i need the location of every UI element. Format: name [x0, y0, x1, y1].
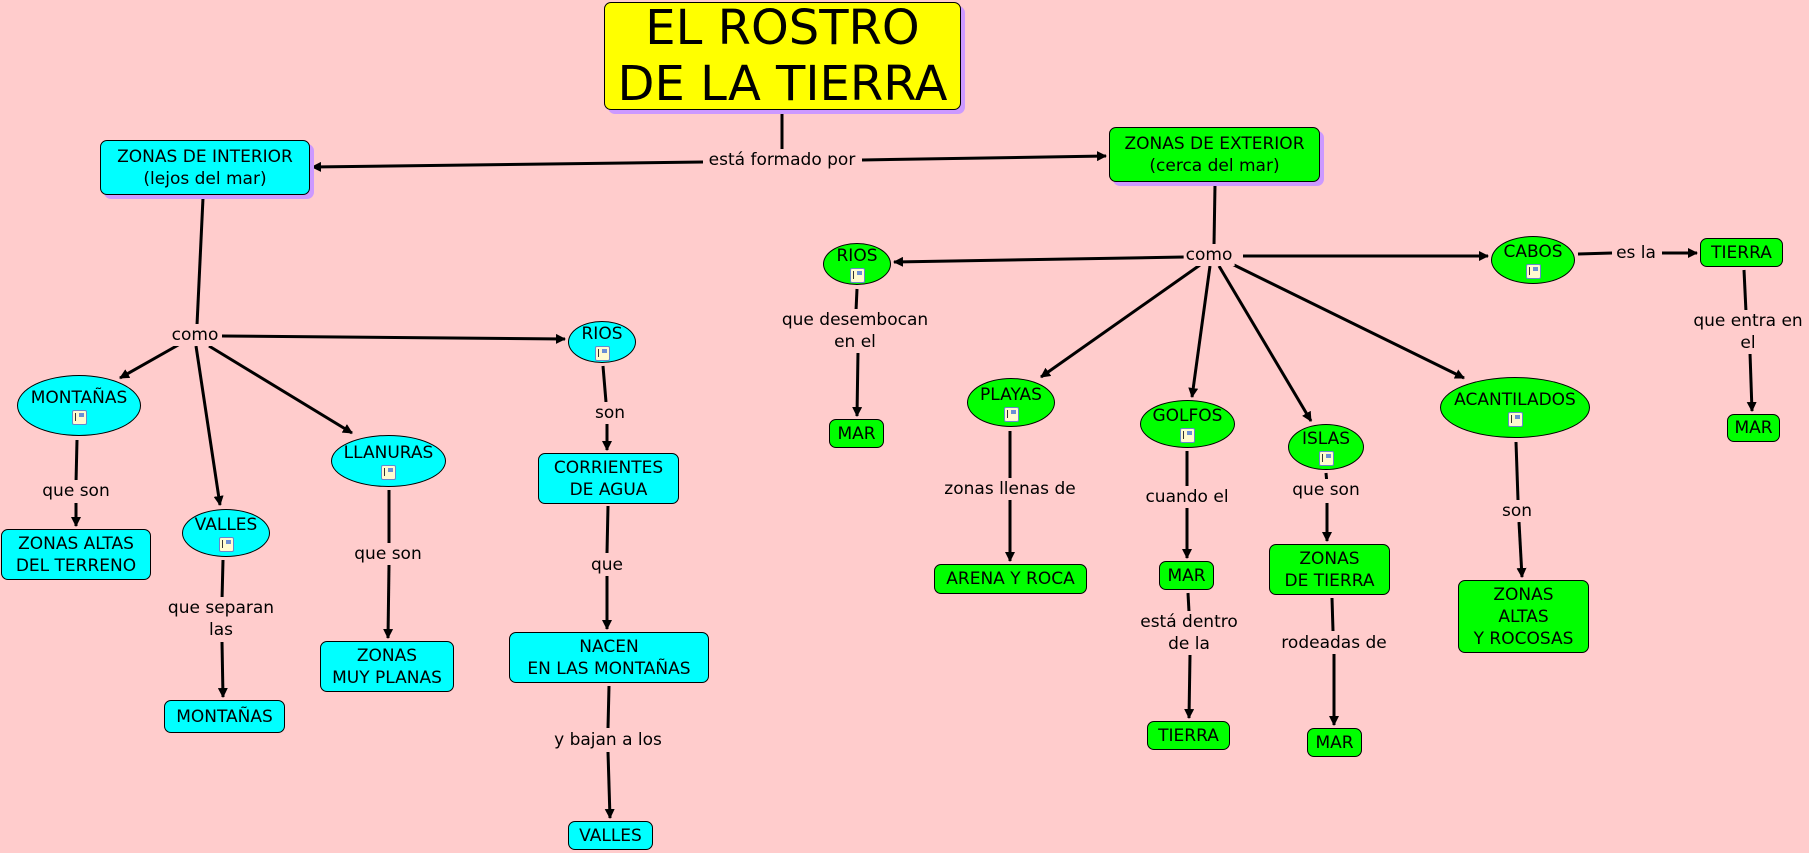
- document-image-icon[interactable]: [1318, 451, 1334, 466]
- line-nacen-bajan: [606, 685, 611, 729]
- concept-label: ACANTILADOS: [1454, 389, 1576, 410]
- link-son-acantilados[interactable]: son: [1499, 500, 1535, 522]
- concept-rios-interior[interactable]: RIOS: [568, 321, 636, 363]
- concept-tierra-golfos[interactable]: TIERRA: [1147, 721, 1230, 750]
- concept-montanas-2[interactable]: MONTAÑAS: [164, 700, 285, 733]
- line-link-interior: [311, 160, 704, 172]
- line-zonastierra-rodeadas: [1330, 597, 1335, 632]
- document-image-icon[interactable]: [1525, 264, 1541, 279]
- line-como-islas: [1217, 265, 1313, 422]
- line-son-rocosas: [1516, 521, 1527, 578]
- document-image-icon[interactable]: [381, 465, 396, 480]
- line-cabos-esla: [1577, 251, 1613, 256]
- concept-label: RIOS: [836, 246, 878, 266]
- concept-golfos[interactable]: GOLFOS: [1140, 400, 1235, 448]
- concept-corrientes-agua[interactable]: CORRIENTES DE AGUA: [538, 453, 679, 504]
- line-bajan-valles: [604, 751, 615, 819]
- concept-montanas[interactable]: MONTAÑAS: [17, 375, 141, 436]
- concept-label: GOLFOS: [1152, 406, 1223, 426]
- concept-zonas-muy-planas[interactable]: ZONAS MUY PLANAS: [320, 641, 454, 692]
- link-que-entra[interactable]: que entra en el: [1691, 310, 1805, 354]
- line-como-montanas: [119, 342, 181, 380]
- link-que-son-llanuras[interactable]: que son: [352, 543, 424, 565]
- line-como-valles: [194, 345, 224, 506]
- concept-rios-exterior[interactable]: RIOS: [823, 243, 891, 285]
- line-tierra-entra: [1742, 269, 1748, 313]
- concept-label: CABOS: [1503, 242, 1563, 262]
- link-zonas-llenas[interactable]: zonas llenas de: [942, 478, 1078, 500]
- line-acantilados-son: [1514, 441, 1520, 501]
- concept-mar-golfos[interactable]: MAR: [1159, 561, 1214, 590]
- document-image-icon[interactable]: [218, 537, 234, 552]
- link-que-corrientes[interactable]: que: [588, 554, 626, 576]
- concept-zonas-interior[interactable]: ZONAS DE INTERIOR (lejos del mar): [100, 140, 310, 195]
- document-image-icon[interactable]: [1180, 428, 1195, 443]
- line-corrientes-que: [605, 505, 610, 554]
- concept-zonas-tierra[interactable]: ZONAS DE TIERRA: [1269, 544, 1390, 595]
- concept-label: VALLES: [194, 515, 258, 535]
- concept-zonas-altas-rocosas[interactable]: ZONAS ALTAS Y ROCOSAS: [1458, 580, 1589, 653]
- concept-llanuras[interactable]: LLANURAS: [331, 435, 446, 487]
- link-esta-formado-por[interactable]: está formado por: [706, 149, 858, 171]
- concept-label: LLANURAS: [343, 443, 434, 463]
- line-montanas-queson: [74, 439, 79, 484]
- line-como-rios: [221, 333, 566, 344]
- link-y-bajan[interactable]: y bajan a los: [552, 729, 664, 751]
- line-link-exterior: [861, 151, 1107, 162]
- concept-zonas-exterior[interactable]: ZONAS DE EXTERIOR (cerca del mar): [1109, 127, 1320, 182]
- link-que-son-islas[interactable]: que son: [1290, 479, 1362, 501]
- concept-arena-roca[interactable]: ARENA Y ROCA: [934, 564, 1087, 594]
- line-desembocan-mar: [852, 351, 863, 417]
- concept-label: ISLAS: [1301, 429, 1351, 449]
- concept-valles[interactable]: VALLES: [182, 509, 270, 557]
- line-dentro-tierra: [1184, 654, 1195, 719]
- line-rios-desembocan: [854, 288, 859, 312]
- document-image-icon[interactable]: [71, 409, 87, 425]
- link-como-exterior[interactable]: como: [1183, 244, 1235, 266]
- line-como-golfos: [1188, 265, 1212, 398]
- line-exterior-como: [1212, 184, 1217, 246]
- concept-mar-cabos[interactable]: MAR: [1727, 414, 1780, 442]
- line-como-playas: [1040, 263, 1201, 379]
- document-image-icon[interactable]: [594, 346, 610, 361]
- concept-mar-rios[interactable]: MAR: [829, 419, 884, 448]
- link-cuando-el[interactable]: cuando el: [1143, 486, 1231, 508]
- concept-playas[interactable]: PLAYAS: [967, 378, 1055, 427]
- line-como-rios: [893, 255, 1185, 267]
- line-como-acantilados: [1231, 262, 1465, 380]
- concept-label: RIOS: [581, 324, 623, 344]
- concept-valles-2[interactable]: VALLES: [568, 821, 653, 850]
- line-entra-mar: [1746, 352, 1757, 412]
- link-es-la[interactable]: es la: [1614, 242, 1658, 264]
- main-title-concept[interactable]: EL ROSTRO DE LA TIERRA: [604, 0, 961, 112]
- link-que-son-montanas[interactable]: que son: [40, 480, 112, 502]
- line-mar-dentro: [1186, 592, 1191, 613]
- line-rios-son: [601, 365, 608, 403]
- document-image-icon[interactable]: [1507, 411, 1523, 427]
- link-son-rios[interactable]: son: [592, 402, 628, 424]
- link-esta-dentro[interactable]: está dentro de la: [1138, 611, 1240, 655]
- document-image-icon[interactable]: [1003, 406, 1019, 422]
- link-que-desembocan[interactable]: que desembocan en el: [779, 309, 931, 353]
- concept-tierra-cabos[interactable]: TIERRA: [1700, 238, 1783, 267]
- concept-cabos[interactable]: CABOS: [1491, 236, 1575, 284]
- link-que-separan[interactable]: que separan las: [165, 597, 277, 641]
- line-como-llanuras: [208, 344, 353, 435]
- line-valles-separan: [220, 559, 225, 601]
- line-interior-como: [195, 197, 205, 326]
- line-queson-planas: [383, 564, 394, 639]
- link-como-interior[interactable]: como: [169, 324, 221, 346]
- concept-nacen-montanas[interactable]: NACEN EN LAS MONTAÑAS: [509, 632, 709, 683]
- concept-zonas-altas-terreno[interactable]: ZONAS ALTAS DEL TERRENO: [1, 529, 151, 580]
- document-image-icon[interactable]: [849, 268, 865, 283]
- link-rodeadas-de[interactable]: rodeadas de: [1279, 632, 1389, 654]
- concept-islas[interactable]: ISLAS: [1288, 424, 1364, 470]
- concept-label: PLAYAS: [980, 384, 1042, 405]
- concept-acantilados[interactable]: ACANTILADOS: [1440, 377, 1590, 438]
- line-separan-montanas: [217, 641, 228, 698]
- concept-mar-islas[interactable]: MAR: [1307, 728, 1362, 757]
- concept-label: MONTAÑAS: [30, 387, 128, 408]
